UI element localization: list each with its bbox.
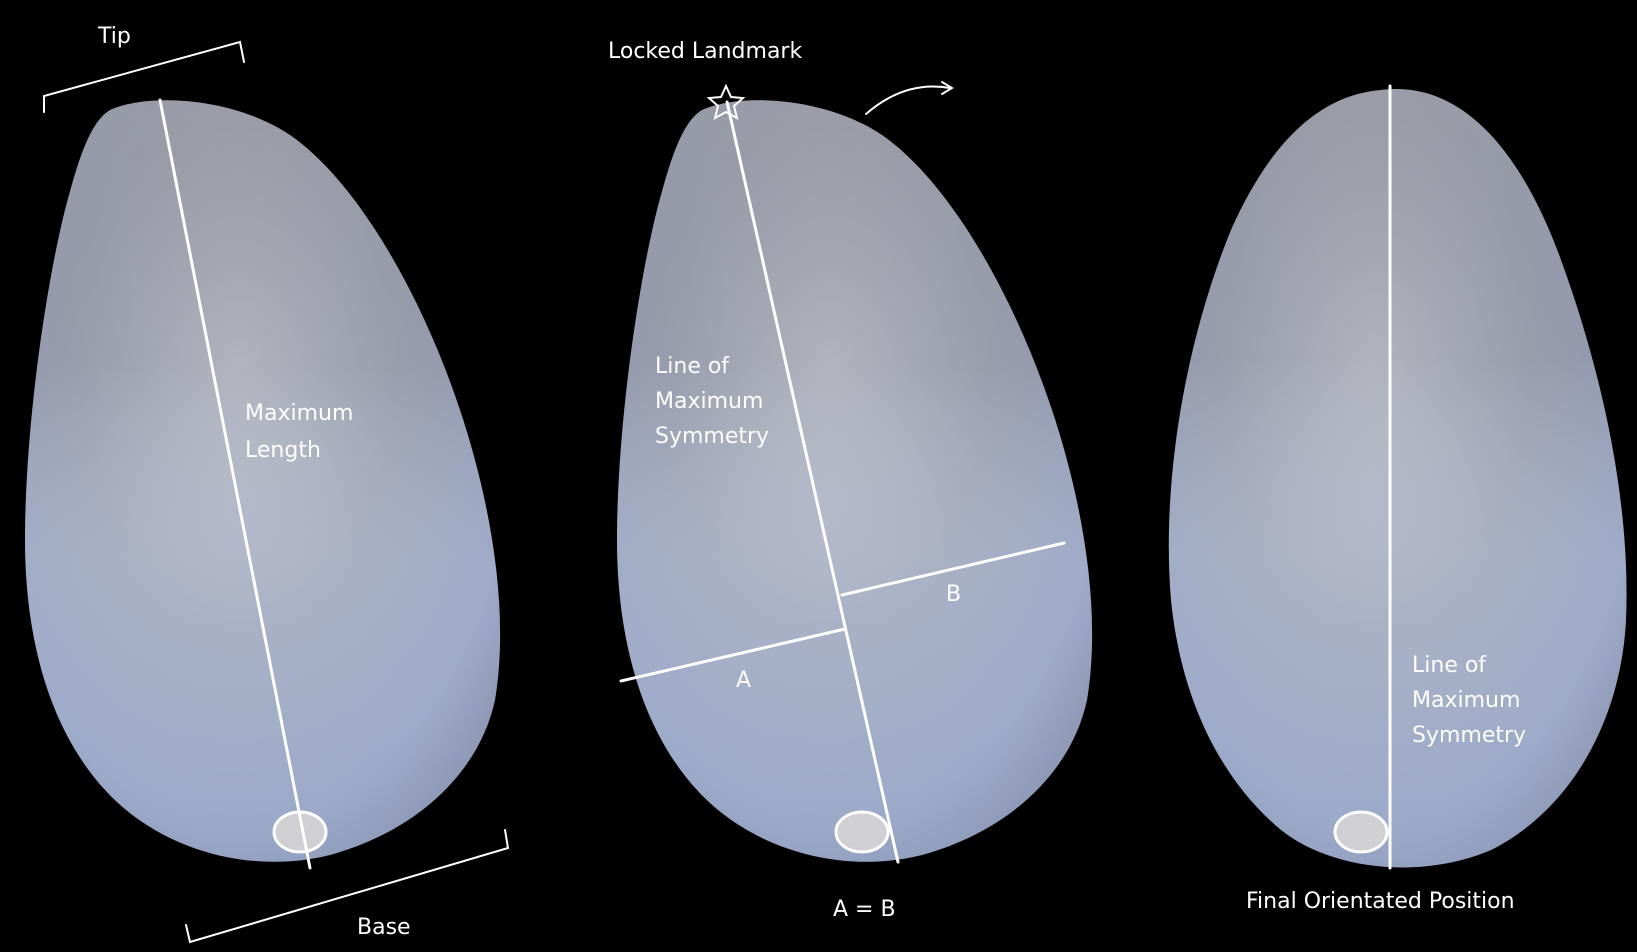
cortex-spot [836, 812, 888, 852]
symmetry-label-line1: Line of [655, 354, 730, 379]
width-b-label: B [946, 582, 961, 607]
cortex-spot [1335, 812, 1387, 852]
panel-right: Line of Maximum Symmetry Final Orientate… [1169, 86, 1627, 914]
symmetry-label-line1: Line of [1412, 653, 1487, 678]
handaxe-left [25, 100, 500, 862]
width-a-label: A [736, 668, 751, 693]
final-position-caption: Final Orientated Position [1246, 889, 1515, 914]
symmetry-label-line2: Maximum [1412, 688, 1520, 713]
panel-middle: Locked Landmark Line of Maximum Symmetry… [608, 39, 1092, 922]
tip-label: Tip [97, 24, 131, 49]
symmetry-label-line2: Maximum [655, 389, 763, 414]
symmetry-label-line3: Symmetry [1412, 723, 1526, 748]
maximum-length-label-line2: Length [245, 438, 321, 463]
curved-arrow-icon [866, 86, 950, 114]
handaxe-right [1169, 89, 1627, 867]
handaxe-middle [617, 100, 1092, 862]
symmetry-label-line3: Symmetry [655, 424, 769, 449]
maximum-length-label-line1: Maximum [245, 401, 353, 426]
equality-label: A = B [833, 897, 896, 922]
locked-landmark-label: Locked Landmark [608, 39, 802, 64]
panel-left: Tip Base Maximum Length [25, 24, 508, 942]
base-label: Base [357, 915, 411, 940]
